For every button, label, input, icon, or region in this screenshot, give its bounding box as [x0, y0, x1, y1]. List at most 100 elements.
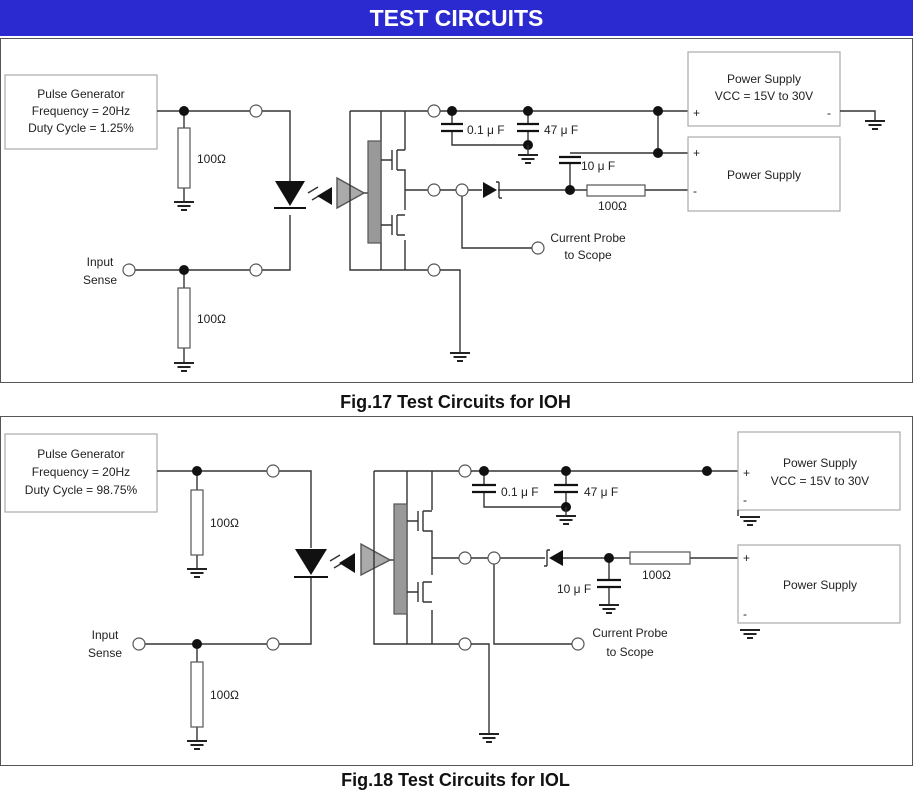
fig18-input-terminal — [132, 637, 146, 651]
fig17-input-label: Input — [87, 255, 114, 269]
fig18-terminal — [266, 464, 280, 478]
fig18-junction-dot — [604, 553, 614, 563]
fig18-resistor-series — [629, 551, 691, 565]
fig17-ps2-minus: - — [693, 184, 697, 198]
fig17-junction-dot — [653, 106, 663, 116]
fig18-power-supply-2 — [737, 544, 901, 624]
fig18-resistor-bottom — [190, 661, 204, 728]
fig17-input-terminal — [122, 263, 136, 277]
fig18-duty-cycle-label: Duty Cycle = 98.75% — [25, 483, 138, 497]
fig18-resistor-bottom-label: 100Ω — [210, 688, 239, 702]
fig17-resistor-series-label: 100Ω — [598, 199, 627, 213]
fig17-junction-dot — [179, 265, 189, 275]
fig17-power-supply-1 — [687, 51, 841, 127]
fig18-ground-icon — [555, 515, 577, 525]
fig17-power-supply-1-label: Power Supply — [727, 72, 801, 86]
fig17-probe-terminal — [531, 241, 545, 255]
fig18-junction-dot — [561, 466, 571, 476]
fig18-probe-terminal — [571, 637, 585, 651]
fig18-current-probe-label: Current Probe — [592, 626, 668, 640]
fig18-junction-dot — [192, 466, 202, 476]
fig18-pulse-generator-label: Pulse Generator — [37, 447, 124, 461]
fig17-power-supply-2-label: Power Supply — [727, 168, 801, 182]
fig17-resistor-bottom — [177, 287, 191, 349]
fig17-led-icon — [275, 181, 305, 206]
fig18-resistor-series-label: 100Ω — [642, 568, 671, 582]
fig17-photodiode-icon — [317, 187, 332, 205]
fig18-terminal — [458, 464, 472, 478]
fig18-to-scope-label: to Scope — [606, 645, 654, 659]
fig17-terminal — [455, 183, 469, 197]
fig17-resistor-top-label: 100Ω — [197, 152, 226, 166]
fig18-junction-dot — [479, 466, 489, 476]
fig18-diode-icon — [549, 550, 563, 566]
fig18-cap-10-label: 10 μ F — [557, 582, 591, 596]
fig17-diode-icon — [483, 182, 497, 198]
fig18-cap-47-label: 47 μ F — [584, 485, 618, 499]
fig18-terminal — [487, 551, 501, 565]
fig18-power-supply-2-label: Power Supply — [783, 578, 857, 592]
fig18-pulse-generator-box — [4, 433, 158, 513]
fig17-driver-ic — [367, 140, 382, 244]
fig17-resistor-bottom-label: 100Ω — [197, 312, 226, 326]
fig17-junction-dot — [565, 185, 575, 195]
fig17-junction-dot — [653, 148, 663, 158]
fig18-junction-dot — [702, 466, 712, 476]
fig17-frequency-label: Frequency = 20Hz — [32, 104, 130, 118]
fig18-ground-icon — [186, 568, 208, 578]
fig18-ground-icon — [478, 733, 500, 743]
fig17-ps1-minus: - — [827, 106, 831, 120]
fig18-ps1-plus: + — [743, 466, 750, 480]
fig18-power-supply-1 — [737, 431, 901, 511]
fig17-ground-icon — [449, 352, 471, 362]
fig17-ps1-plus: + — [693, 106, 700, 120]
fig18-ps2-minus: - — [743, 607, 747, 621]
fig17-duty-cycle-label: Duty Cycle = 1.25% — [28, 121, 134, 135]
fig18-driver-ic — [393, 503, 408, 615]
fig17-current-probe-label: Current Probe — [550, 231, 626, 245]
fig18-terminal — [458, 551, 472, 565]
fig18-input-label: Input — [92, 628, 119, 642]
fig17-terminal — [249, 104, 263, 118]
fig17-cap-10-label: 10 μ F — [581, 159, 615, 173]
fig18-power-supply-1-label: Power Supply — [783, 456, 857, 470]
fig18-caption: Fig.18 Test Circuits for IOL — [341, 770, 570, 790]
fig17-terminal — [427, 263, 441, 277]
fig18-terminal — [266, 637, 280, 651]
fig18-frequency-label: Frequency = 20Hz — [32, 465, 130, 479]
fig17-cap-47-label: 47 μ F — [544, 123, 578, 137]
fig17-junction-dot — [447, 106, 457, 116]
fig17-ground-icon — [173, 201, 195, 211]
fig17-ground-icon — [864, 120, 886, 130]
fig18-photodiode-icon — [339, 553, 355, 573]
fig18-ground-icon — [598, 604, 620, 614]
fig18-resistor-top — [190, 489, 204, 556]
fig17-to-scope-label: to Scope — [564, 248, 612, 262]
fig17-ground-icon — [173, 362, 195, 372]
fig17-terminal — [249, 263, 263, 277]
page-title: TEST CIRCUITS — [0, 0, 913, 36]
fig18-ps2-plus: + — [743, 551, 750, 565]
fig18-ground-icon — [739, 629, 761, 639]
fig17-sense-label: Sense — [83, 273, 117, 287]
fig18-sense-label: Sense — [88, 646, 122, 660]
fig17-terminal — [427, 104, 441, 118]
fig18-amplifier-icon — [360, 542, 392, 577]
fig17-resistor-top — [177, 127, 191, 189]
fig17-junction-dot — [179, 106, 189, 116]
fig18-junction-dot — [192, 639, 202, 649]
fig17-terminal — [427, 183, 441, 197]
fig17-pulse-generator-label: Pulse Generator — [37, 87, 124, 101]
fig17-ground-icon — [517, 154, 539, 164]
fig18-ground-icon — [739, 516, 761, 526]
fig18-resistor-top-label: 100Ω — [210, 516, 239, 530]
fig18-ps1-minus: - — [743, 493, 747, 507]
fig17-ps2-plus: + — [693, 146, 700, 160]
fig18-vcc-label: VCC = 15V to 30V — [771, 474, 869, 488]
fig18-led-icon — [295, 549, 327, 575]
fig17-pulse-generator-box — [4, 74, 158, 150]
fig17-caption: Fig.17 Test Circuits for IOH — [340, 392, 571, 412]
fig17-junction-dot — [523, 106, 533, 116]
